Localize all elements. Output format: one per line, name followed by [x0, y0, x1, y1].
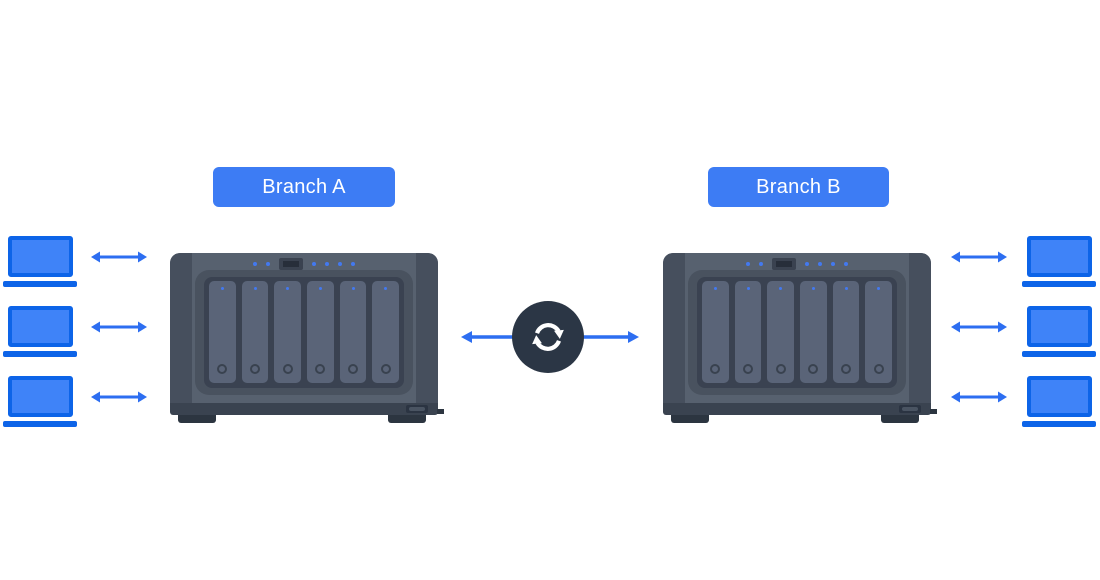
branch-a-label: Branch A	[213, 167, 395, 207]
led-icon	[351, 262, 355, 266]
led-icon	[844, 262, 848, 266]
nas-bay-area	[204, 277, 404, 388]
nas-bay-recess	[195, 270, 413, 395]
laptop-icon	[3, 306, 77, 357]
laptop-icon	[3, 376, 77, 427]
drive-bay	[274, 281, 302, 383]
laptop-base	[1022, 351, 1096, 357]
laptop-base	[3, 281, 77, 287]
drive-bay	[832, 281, 860, 383]
drive-bay	[865, 281, 893, 383]
drive-bay	[339, 281, 367, 383]
laptop-base	[3, 351, 77, 357]
double-arrow-icon	[91, 321, 147, 333]
nas-device-icon	[663, 253, 937, 423]
nas-status-leds	[253, 258, 355, 270]
drive-bay	[307, 281, 334, 383]
double-arrow-icon	[951, 391, 1007, 403]
nas-status-leds	[746, 258, 848, 270]
nas-foot	[178, 415, 216, 423]
laptop-base	[1022, 421, 1096, 427]
led-icon	[338, 262, 342, 266]
laptop-base	[3, 421, 77, 427]
laptop-icon	[1022, 376, 1096, 427]
led-icon	[312, 262, 316, 266]
laptop-base	[1022, 281, 1096, 287]
nas-bay-area	[697, 277, 897, 388]
nas-front-panel	[170, 253, 438, 403]
nas-foot	[881, 415, 919, 423]
sync-arrows-glyph	[532, 323, 564, 351]
drive-bay	[372, 281, 400, 383]
nas-front-panel	[663, 253, 931, 403]
laptop-screen	[1026, 306, 1092, 347]
double-arrow-icon	[951, 321, 1007, 333]
led-icon	[746, 262, 750, 266]
led-icon	[253, 262, 257, 266]
led-icon	[805, 262, 809, 266]
laptop-icon	[3, 236, 77, 287]
nas-base	[170, 403, 444, 423]
nas-foot	[671, 415, 709, 423]
usb-port-icon	[406, 405, 428, 413]
power-button-icon	[772, 258, 796, 270]
nas-foot	[388, 415, 426, 423]
drive-bay	[702, 281, 729, 383]
laptop-screen	[7, 306, 73, 347]
usb-port-icon	[899, 405, 921, 413]
nas-device-icon	[170, 253, 444, 423]
led-icon	[759, 262, 763, 266]
nas-bay-recess	[688, 270, 906, 395]
laptop-screen	[1026, 376, 1092, 417]
led-icon	[831, 262, 835, 266]
double-arrow-icon	[91, 391, 147, 403]
sync-icon	[512, 301, 584, 373]
drive-bay	[767, 281, 795, 383]
drive-bay	[800, 281, 827, 383]
branch-b-label: Branch B	[708, 167, 889, 207]
laptop-screen	[7, 236, 73, 277]
led-icon	[266, 262, 270, 266]
nas-base	[663, 403, 937, 423]
double-arrow-icon	[91, 251, 147, 263]
drive-bay	[209, 281, 236, 383]
drive-bay	[734, 281, 762, 383]
laptop-icon	[1022, 306, 1096, 357]
led-icon	[818, 262, 822, 266]
laptop-screen	[1026, 236, 1092, 277]
laptop-screen	[7, 376, 73, 417]
drive-bay	[241, 281, 269, 383]
double-arrow-icon	[951, 251, 1007, 263]
led-icon	[325, 262, 329, 266]
power-button-icon	[279, 258, 303, 270]
laptop-icon	[1022, 236, 1096, 287]
